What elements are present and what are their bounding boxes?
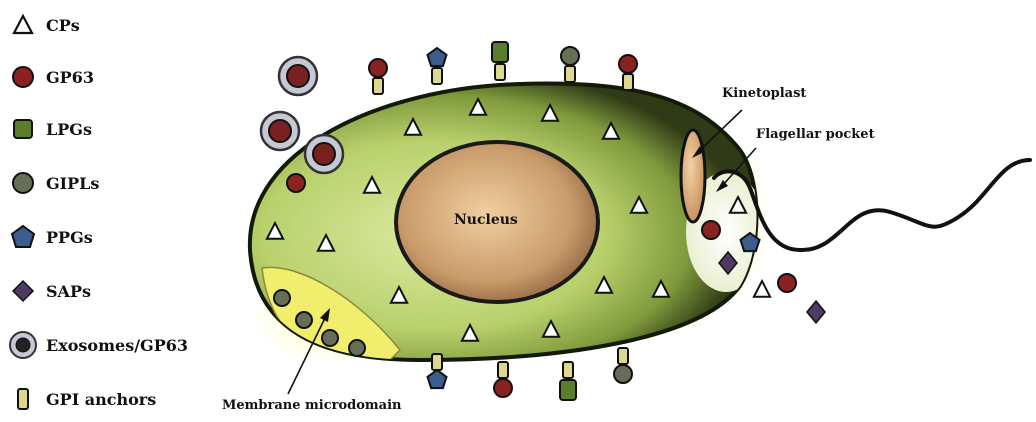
sap-diamond xyxy=(807,301,825,323)
gipl-circle xyxy=(349,340,365,356)
gpi-anchor xyxy=(373,78,383,94)
exosome-gp63 xyxy=(287,65,309,87)
gpi-anchor-icon xyxy=(8,384,38,414)
gpi-anchor xyxy=(432,354,442,370)
gipl-circle xyxy=(614,365,632,383)
exosome-gp63 xyxy=(313,143,335,165)
exosome-gp63 xyxy=(269,120,291,142)
gp63-circle xyxy=(778,274,796,292)
gp63-circle xyxy=(619,55,637,73)
legend-item-ppgs: PPGs xyxy=(8,222,93,252)
legend-label-lpgs: LPGs xyxy=(46,120,92,139)
gpi-anchor xyxy=(623,74,633,90)
legend-label-exosomes: Exosomes/GP63 xyxy=(46,336,188,355)
gipl-circle xyxy=(322,330,338,346)
legend-item-gp63: GP63 xyxy=(8,62,94,92)
legend-item-cps: CPs xyxy=(8,10,80,40)
gpi-anchor xyxy=(432,68,442,84)
ppg-pentagon xyxy=(428,370,447,388)
legend-item-gpi-anchors: GPI anchors xyxy=(8,384,156,414)
red-circle-icon xyxy=(8,62,38,92)
legend: CPs GP63 LPGs GIPLs PPGs xyxy=(8,10,208,410)
legend-label-saps: SAPs xyxy=(46,282,91,301)
gpi-anchor xyxy=(495,64,505,80)
legend-item-saps: SAPs xyxy=(8,276,91,306)
lpg-square xyxy=(492,42,508,62)
nucleus-label: Nucleus xyxy=(454,212,518,228)
ppg-pentagon xyxy=(428,48,447,66)
legend-label-gpi-anchors: GPI anchors xyxy=(46,390,156,409)
legend-item-lpgs: LPGs xyxy=(8,114,92,144)
lpg-square xyxy=(560,380,576,400)
legend-label-cps: CPs xyxy=(46,16,80,35)
legend-item-exosomes: Exosomes/GP63 xyxy=(8,330,188,360)
gipl-circle xyxy=(274,290,290,306)
legend-label-ppgs: PPGs xyxy=(46,228,93,247)
kinetoplast-label: Kinetoplast xyxy=(722,86,806,101)
gpi-anchor xyxy=(498,362,508,378)
gray-circle-icon xyxy=(8,168,38,198)
gipl-circle xyxy=(561,47,579,65)
cp-triangle xyxy=(754,281,770,297)
gipl-circle xyxy=(296,312,312,328)
legend-item-gipls: GIPLs xyxy=(8,168,99,198)
gp63-circle xyxy=(702,221,720,239)
gp63-circle xyxy=(494,379,512,397)
gpi-anchor xyxy=(565,66,575,82)
legend-label-gipls: GIPLs xyxy=(46,174,99,193)
gpi-anchor xyxy=(563,362,573,378)
flagellar-pocket-label: Flagellar pocket xyxy=(756,127,875,142)
green-square-icon xyxy=(8,114,38,144)
exosome-icon xyxy=(8,330,38,360)
kinetoplast xyxy=(681,130,705,222)
triangle-icon xyxy=(8,10,38,40)
gp63-circle xyxy=(287,174,305,192)
legend-label-gp63: GP63 xyxy=(46,68,94,87)
blue-pentagon-icon xyxy=(8,222,38,252)
gp63-circle xyxy=(369,59,387,77)
gpi-anchor xyxy=(618,348,628,364)
purple-diamond-icon xyxy=(8,276,38,306)
membrane-microdomain-label: Membrane microdomain xyxy=(222,398,402,413)
